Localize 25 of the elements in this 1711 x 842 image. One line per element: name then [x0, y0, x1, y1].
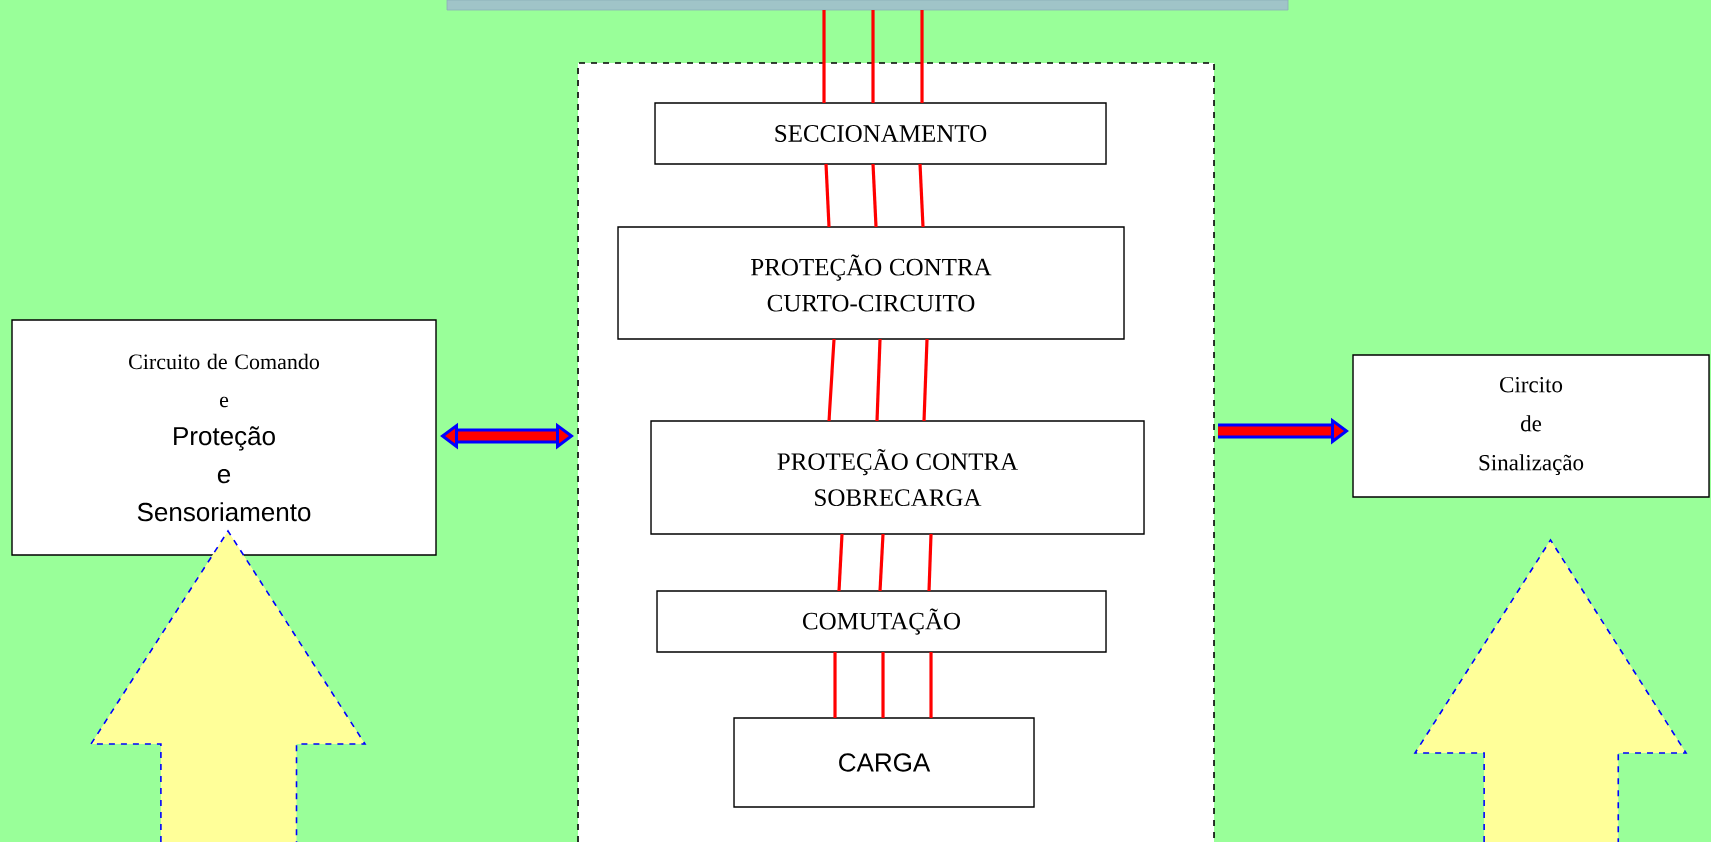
text-box: COMUTAÇÃO	[656, 590, 1107, 653]
wire	[871, 10, 875, 103]
block-arrow	[1413, 538, 1688, 842]
wire	[881, 652, 885, 718]
wire	[875, 338, 882, 422]
wire	[922, 338, 929, 422]
wire	[918, 163, 925, 228]
wire	[822, 10, 826, 103]
block-arrow	[89, 529, 367, 842]
text-box: PROTEÇÃO CONTRA CURTO-CIRCUITO	[617, 226, 1125, 340]
wire	[827, 338, 836, 422]
text-box: PROTEÇÃO CONTRA SOBRECARGA	[650, 420, 1145, 535]
text-box: Circito de Sinalização	[1352, 354, 1710, 498]
wire	[920, 10, 924, 103]
wire	[837, 533, 844, 592]
wire	[871, 163, 878, 228]
wire	[833, 652, 837, 718]
text-box: SECCIONAMENTO	[654, 102, 1107, 165]
wire	[929, 652, 933, 718]
top-bar	[446, 0, 1289, 11]
text-box: Circuito de Comando e Proteção e Sensoriamento	[11, 319, 437, 556]
wire	[824, 163, 831, 228]
text-box: CARGA	[733, 717, 1035, 808]
wire	[927, 533, 933, 592]
wire	[878, 533, 885, 592]
